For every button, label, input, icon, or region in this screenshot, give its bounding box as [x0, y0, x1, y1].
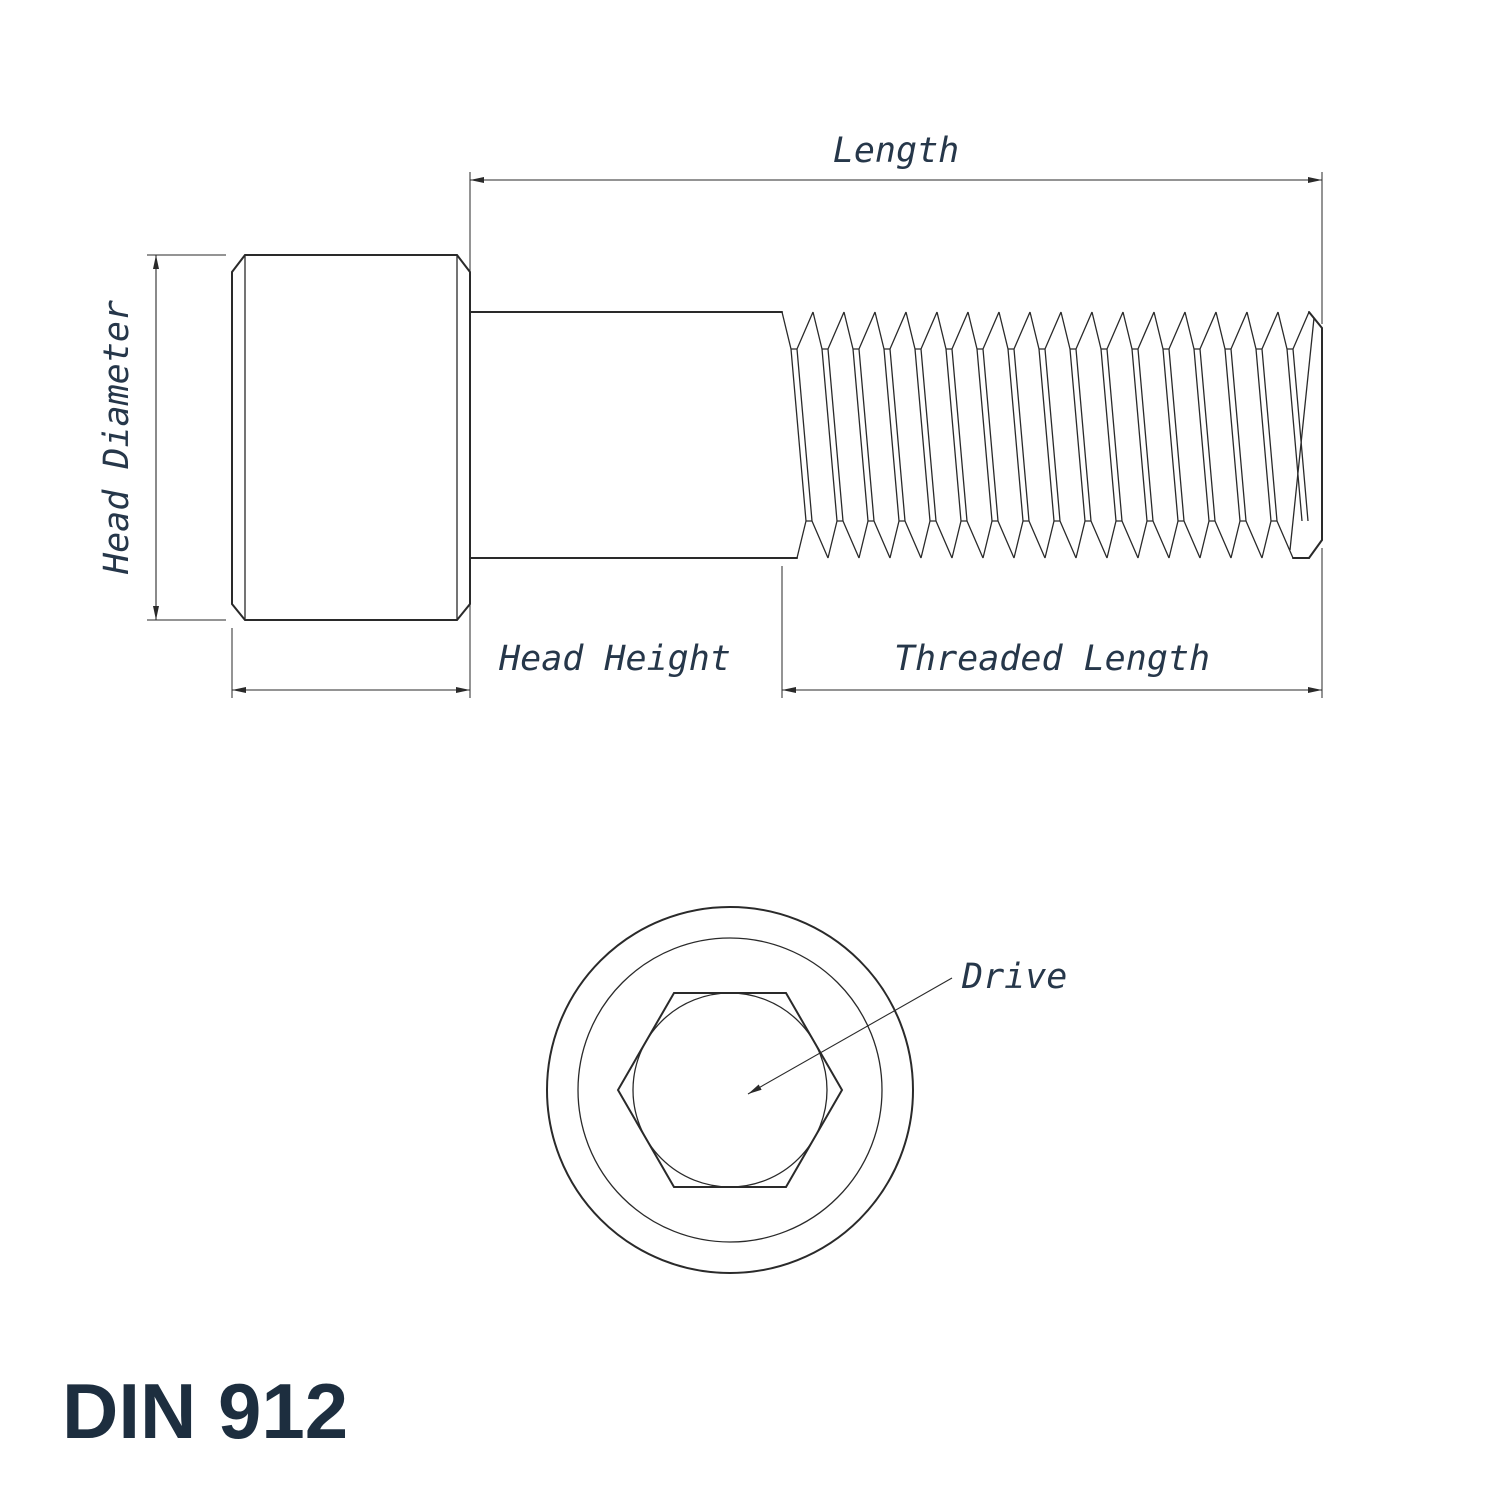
- screw-head: [231, 254, 471, 621]
- screw-tip-chamfer: [1289, 317, 1315, 551]
- screw-tip: [1308, 311, 1323, 559]
- socket-inscribed-circle: [632, 992, 828, 1188]
- label-head-diameter: Head Diameter: [97, 300, 137, 575]
- label-drive: Drive: [961, 957, 1067, 997]
- label-threaded-length: Threaded Length: [894, 639, 1210, 679]
- screw-end-view: Drive: [546, 906, 1067, 1274]
- head-chamfer-circle: [577, 937, 883, 1243]
- head-outer-circle: [546, 906, 914, 1274]
- dimensions: Length Head Diameter Head Height Threade…: [97, 131, 1323, 698]
- drive-leader-line: [747, 977, 953, 1095]
- screw-side-view: [231, 254, 1323, 621]
- hex-socket: [616, 992, 844, 1188]
- label-length: Length: [833, 131, 959, 171]
- drawing-title: DIN 912: [62, 1367, 348, 1455]
- screw-threads: [781, 311, 1310, 559]
- label-head-height: Head Height: [498, 639, 731, 679]
